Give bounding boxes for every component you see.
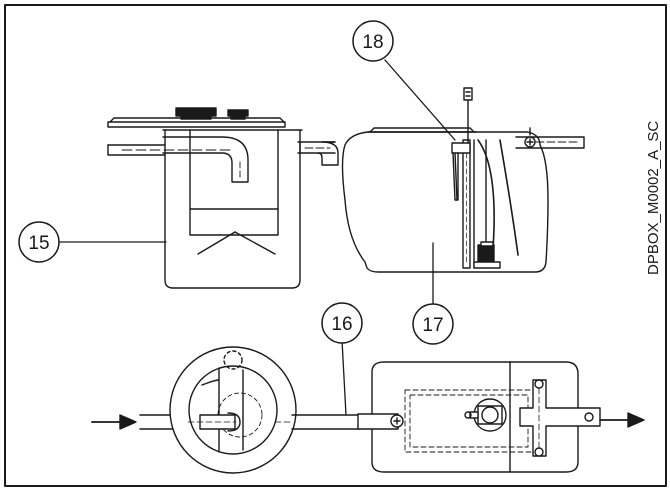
callout-17: 17 [412, 242, 454, 345]
outlet-arrow [599, 412, 645, 428]
callout-18: 18 [352, 20, 456, 141]
grease-separator-top-view [139, 346, 361, 474]
pumping-station-tank [341, 87, 585, 273]
grease-separator-tank [107, 107, 303, 289]
lid-knob-small [227, 109, 249, 117]
callout-15: 15 [18, 221, 167, 263]
callout-18-label: 18 [362, 32, 383, 53]
callout-16-label: 16 [331, 314, 352, 335]
callout-16: 16 [321, 302, 363, 416]
pumping-station-top-view [357, 361, 601, 473]
connecting-pipe [297, 141, 339, 166]
callout-17-label: 17 [422, 315, 443, 336]
drawing-code: DPBOX_M0002_A_SC [645, 121, 662, 275]
drawing-border [4, 4, 667, 487]
inlet-arrow [91, 414, 137, 430]
callout-15-label: 15 [28, 233, 49, 254]
